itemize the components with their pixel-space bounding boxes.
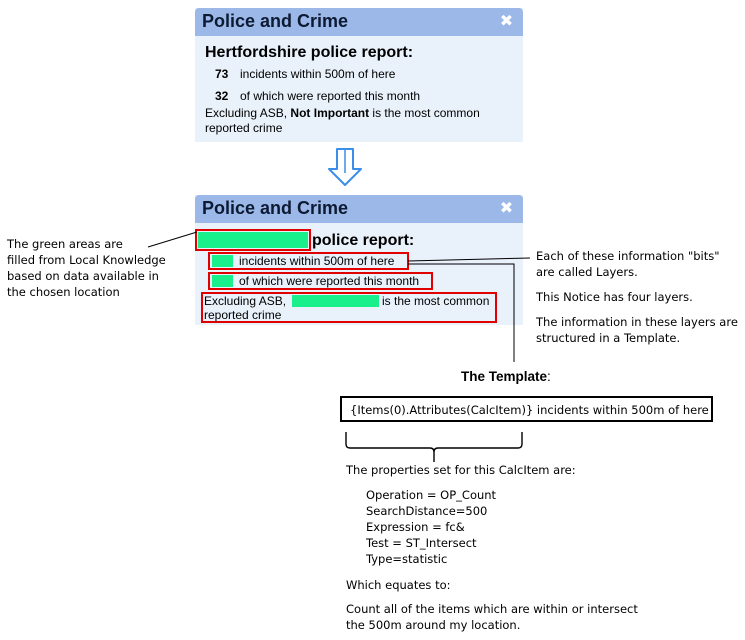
template-heading-colon: : [547, 369, 551, 384]
property-item: Operation = OP_Count [366, 488, 497, 502]
incident-count: 73 [215, 67, 229, 81]
close-icon[interactable]: ✖ [499, 198, 514, 217]
note-line: The information in these layers are [536, 315, 738, 329]
template-heading: The Template: [461, 369, 551, 385]
common-crime-suffix: is the most common [382, 294, 490, 308]
common-crime-suffix: is the most common [372, 106, 480, 120]
close-icon[interactable]: ✖ [499, 11, 514, 30]
panel-header: Police and Crime ✖ [195, 8, 523, 36]
green-placeholder-month-count [212, 275, 233, 287]
panel-title: Police and Crime [202, 198, 349, 218]
note-line: filled from Local Knowledge [7, 253, 166, 267]
notice-panel-example: Police and Crime ✖ Hertfordshire police … [195, 8, 523, 142]
green-placeholder-incident-count [212, 255, 233, 267]
property-item: Expression = fc& [366, 520, 465, 534]
month-text: of which were reported this month [239, 274, 420, 288]
four-layers-note: This Notice has four layers. [536, 289, 693, 305]
notice-panel-template: Police and Crime ✖ police report: incide… [195, 195, 523, 325]
common-crime-prefix: Excluding ASB, [205, 106, 288, 120]
note-line: This Notice has four layers. [536, 290, 693, 304]
month-text: of which were reported this month [240, 89, 421, 103]
green-placeholder-location [198, 232, 308, 248]
template-heading-text: The Template [461, 369, 548, 384]
summary-line: Count all of the items which are within … [346, 602, 638, 616]
template-expression: {Items(0).Attributes(CalcItem)} incident… [350, 403, 709, 417]
panel-header: Police and Crime ✖ [195, 195, 523, 223]
template-structure-note: The information in these layers are stru… [536, 314, 738, 346]
template-expression-box: {Items(0).Attributes(CalcItem)} incident… [340, 396, 713, 422]
report-heading: Hertfordshire police report: [205, 44, 414, 61]
summary-line: the 500m around my location. [346, 618, 521, 632]
property-item: Type=statistic [366, 552, 448, 566]
property-item: SearchDistance=500 [366, 504, 488, 518]
equates-label: Which equates to: [346, 578, 451, 592]
properties-intro: The properties set for this CalcItem are… [346, 463, 576, 477]
common-crime-value: Not Important [290, 106, 370, 120]
note-line: The green areas are [7, 237, 123, 251]
green-placeholder-crime-type [292, 295, 379, 307]
common-crime-text: Excluding ASB, Not Important is the most… [205, 106, 480, 120]
common-crime-prefix: Excluding ASB, [204, 294, 287, 308]
common-crime-continuation: reported crime [204, 308, 282, 322]
note-line: the chosen location [7, 285, 120, 299]
incidents-text: incidents within 500m of here [240, 67, 396, 81]
green-areas-note: The green areas are filled from Local Kn… [7, 236, 166, 300]
note-line: Each of these information "bits" [536, 249, 720, 263]
incidents-text: incidents within 500m of here [239, 254, 395, 268]
panel-title: Police and Crime [202, 11, 349, 31]
note-line: based on data available in [7, 269, 159, 283]
common-crime-continuation: reported crime [205, 121, 283, 135]
note-line: structured in a Template. [536, 331, 681, 345]
properties-list: Operation = OP_Count SearchDistance=500 … [366, 487, 496, 567]
summary: Count all of the items which are within … [346, 601, 638, 633]
property-item: Test = ST_Intersect [366, 536, 477, 550]
note-line: are called Layers. [536, 265, 638, 279]
month-count: 32 [215, 89, 229, 103]
report-heading-suffix: police report: [312, 232, 415, 249]
down-arrow-icon [328, 148, 362, 186]
layers-note: Each of these information "bits" are cal… [536, 248, 720, 280]
